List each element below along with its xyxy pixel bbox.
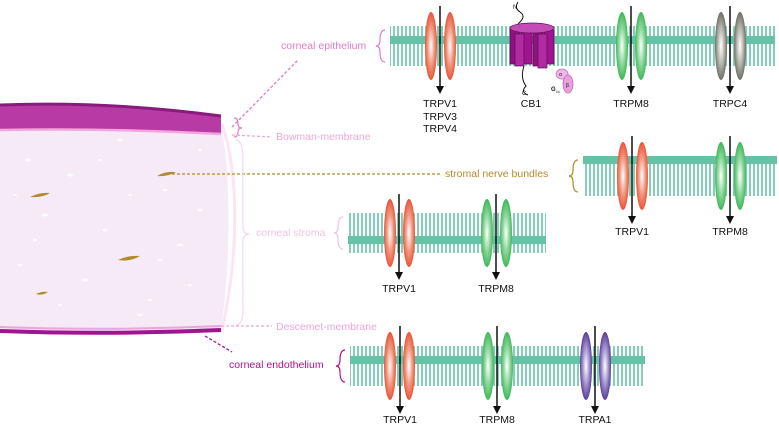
corneal-epithelium-layer [0,104,221,134]
nerve-membrane [583,156,777,196]
label-nerve-trpv1: TRPV1 [615,226,649,238]
channel-trpv1-stroma [384,194,415,280]
channel-trpa1-endothelium [580,326,611,414]
label-corneal-stroma: corneal stroma [256,227,326,239]
stromal-keratocytes [13,138,203,317]
g-protein-sub: i/o [556,90,560,94]
channel-trpm8-stroma [481,194,512,280]
bowman-brace [233,117,243,138]
label-epithelium-cb1: CB1 [520,98,542,110]
label-endothelium-trpa1: TRPA1 [578,414,612,426]
label-epithelium-trpm8: TRPM8 [613,98,649,110]
stroma-brace [235,139,250,326]
channel-trpv1-endothelium [384,326,415,414]
label-descemet-membrane: Descemet-membrane [276,321,377,333]
channel-trpm8-nerve [715,136,746,224]
label-epithelium-trpc4: TRPC4 [712,98,748,110]
channel-trpm8-endothelium [482,326,513,414]
g-protein-label: G [551,87,556,93]
bowman-membrane-layer [0,128,222,136]
label-epithelium-trpv4: TRPV4 [423,123,457,135]
cornea-section [0,102,237,335]
label-stroma-trpm8: TRPM8 [478,283,514,295]
stroma-edge-curve [220,123,237,331]
label-nerve-trpm8: TRPM8 [712,226,748,238]
descemet-membrane-layer [0,325,222,330]
connector-lines [172,59,440,353]
channel-trpv1-nerve [617,136,648,224]
membrane-braces [333,29,579,383]
label-bowman-membrane: Bowman-membrane [276,131,371,143]
stromal-nerve-bundles-shapes [30,171,176,295]
label-corneal-endothelium: corneal endothelium [229,359,324,371]
g-beta-label: β [566,83,569,89]
stroma-membrane [348,213,546,253]
corneal-stroma-region [0,122,229,331]
label-stromal-nerve-bundles: stromal nerve bundles [445,168,549,180]
label-epithelium-trpv: TRPV1 TRPV3 TRPV4 [410,98,470,136]
label-epithelium-trpv3: TRPV3 [423,110,457,123]
cb1-receptor: N C G i/o α β [509,1,574,97]
label-epithelium-trpv1: TRPV1 [423,98,457,110]
epithelium-top-edge [0,102,222,118]
label-endothelium-trpm8: TRPM8 [479,414,515,426]
cb1-c-terminal: C [522,91,527,97]
channel-trpm8-epithelium [616,6,647,94]
label-stroma-trpv1: TRPV1 [382,283,416,295]
g-protein-beta [562,74,574,94]
channel-trpv-epithelium [425,6,456,94]
label-endothelium-trpv1: TRPV1 [383,414,417,426]
g-alpha-label: α [559,72,562,78]
cb1-n-terminal: N [513,5,517,11]
corneal-endothelium-layer [0,328,222,335]
label-corneal-epithelium: corneal epithelium [281,40,367,52]
channel-trpc4-epithelium [715,6,746,94]
